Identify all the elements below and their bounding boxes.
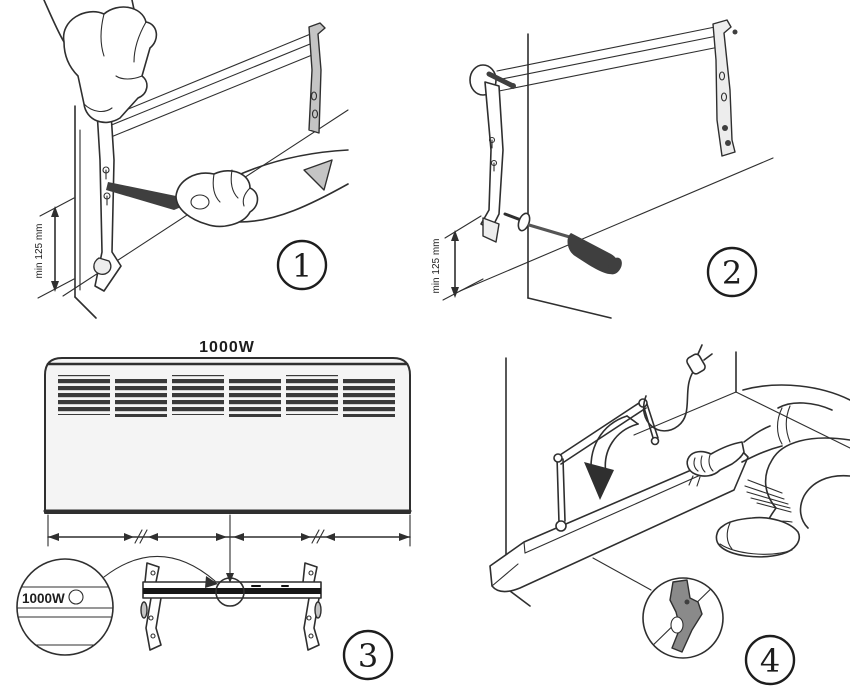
callout-circle (16, 558, 114, 656)
step-1-illustration: min 125 mm 1 (34, 0, 349, 319)
heater-front-view (43, 357, 412, 514)
bracket-front-view (140, 562, 322, 651)
step-2-illustration: min 125 mm 2 (431, 19, 774, 319)
bracket-right-arm (712, 19, 736, 157)
snap-latch (669, 579, 703, 653)
min-distance-label: min 125 mm (431, 238, 442, 293)
label-callout: 1000W (16, 555, 218, 656)
label-hole (68, 589, 84, 605)
break-mark-left (124, 529, 158, 544)
step-number-badge: 4 (744, 634, 796, 686)
step-2-number: 2 (722, 254, 742, 292)
bracket-left-arm (480, 81, 504, 231)
rotation-arrow (584, 415, 639, 500)
step-number-badge: 3 (342, 629, 394, 681)
mounting-bracket (469, 19, 738, 243)
screw (722, 125, 728, 131)
air-grille (58, 375, 395, 417)
bracket-foot (482, 217, 500, 243)
bracket-left-arm (94, 110, 122, 292)
mounting-bracket (93, 22, 326, 292)
screw (732, 29, 738, 35)
bracket-foot (93, 257, 112, 275)
wall-lines (459, 33, 774, 319)
person (686, 384, 850, 558)
callout-leader-arrow (103, 555, 216, 582)
step-number-badge: 1 (276, 239, 328, 291)
detail-leader-line (592, 557, 652, 591)
plug-prong (697, 344, 703, 355)
step-3-number: 3 (358, 637, 378, 675)
marking-hand (106, 149, 349, 228)
latch-detail-callout (592, 557, 724, 659)
bracket-right-arm (308, 22, 326, 134)
screwdriver-blade (527, 223, 575, 240)
screw (725, 140, 731, 146)
trouser-hatching (744, 479, 792, 513)
dimension-annotation: min 125 mm (34, 197, 75, 299)
callout-wattage-label: 1000W (22, 591, 65, 606)
sleeve-cuff (303, 159, 333, 191)
step-4-illustration: 4 (489, 344, 850, 686)
holding-hand (43, 0, 158, 124)
power-plug (686, 353, 706, 375)
step-number-badge: 2 (706, 246, 758, 298)
pencil (106, 182, 186, 210)
power-cord (643, 344, 713, 432)
break-mark-right (301, 529, 335, 544)
step-3-illustration: 1000W (16, 339, 412, 681)
step-4-number: 4 (760, 642, 780, 680)
min-distance-label: min 125 mm (34, 223, 45, 278)
keyhole-slots (102, 166, 111, 206)
center-mark-circle (215, 577, 245, 607)
wattage-label: 1000W (199, 339, 255, 356)
shoe (715, 516, 800, 558)
screw (486, 71, 514, 88)
step-1-number: 1 (292, 247, 312, 285)
screwdriver (503, 212, 622, 275)
plug-prong (703, 353, 713, 361)
dimension-annotation: min 125 mm (431, 215, 484, 301)
dimension-line (47, 514, 411, 583)
screwdriver-handle (567, 233, 620, 275)
wall-bracket-frame (553, 398, 660, 532)
